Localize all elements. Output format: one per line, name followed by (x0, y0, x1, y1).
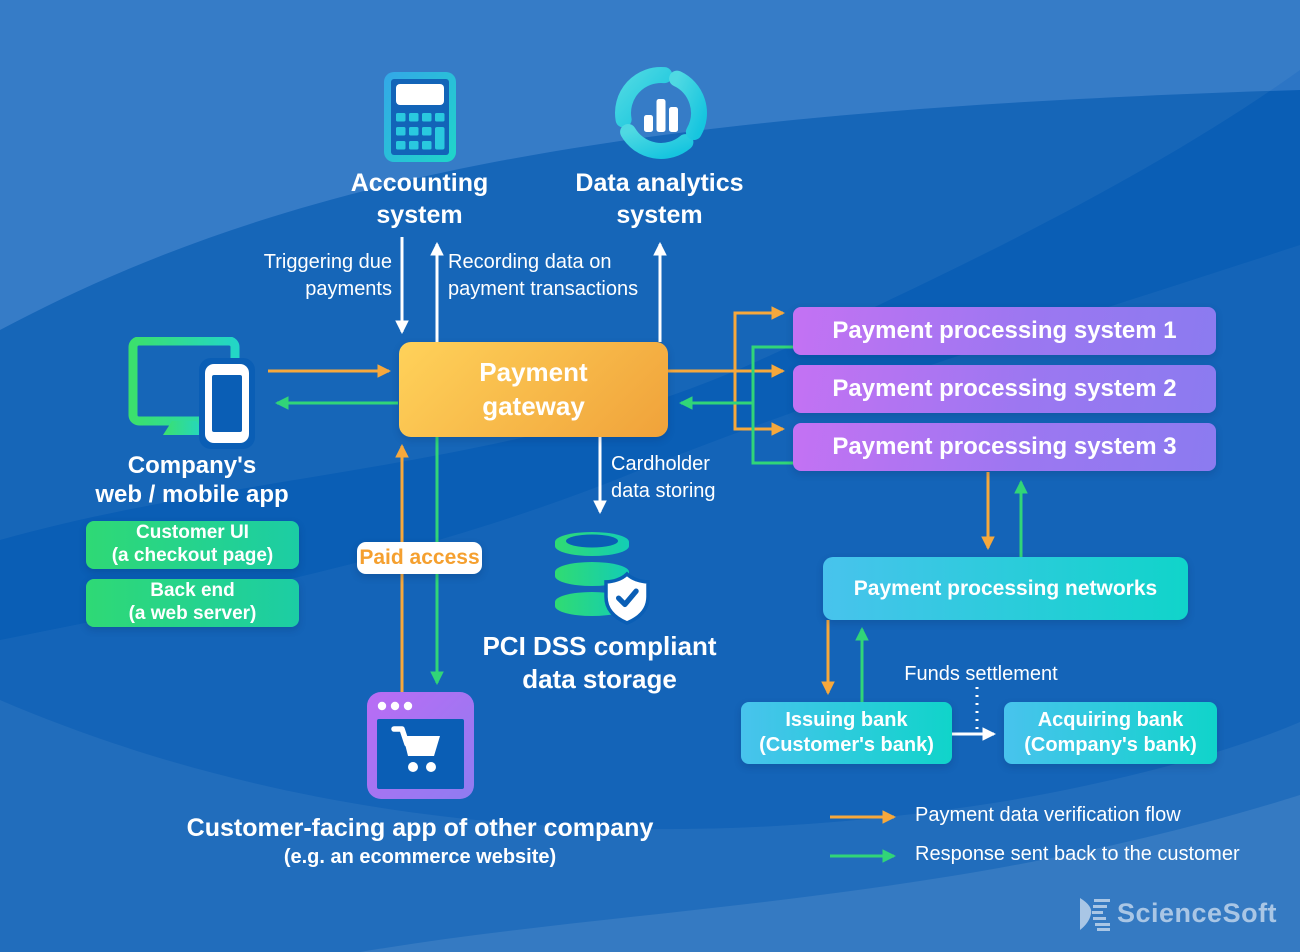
wire-procs-green-bus (751, 345, 795, 465)
donut-chart-icon (615, 66, 707, 159)
payment-processing-system-3-box: Payment processing system 3 (793, 423, 1216, 471)
payment-processing-system-1-box: Payment processing system 1 (793, 307, 1216, 355)
data-analytics-system-label: Data analytics system (575, 169, 744, 229)
back-end-box: Back end (a web server) (86, 579, 299, 627)
sciencesoft-logo-icon (1080, 898, 1110, 931)
payment-processing-system-2-box: Payment processing system 2 (793, 365, 1216, 413)
pci-dss-storage-label: PCI DSS compliant data storage (482, 631, 717, 694)
legend-orange-label: Payment data verification flow (915, 804, 1181, 826)
payment-gateway-box: Payment gateway (399, 342, 668, 437)
ecommerce-app-label: Customer-facing app of other company (186, 814, 654, 842)
payment-processing-networks-box: Payment processing networks (823, 557, 1188, 620)
cardholder-data-storing-label: Cardholder data storing (611, 453, 716, 502)
accounting-system-label: Accounting system (350, 169, 489, 229)
company-app-label: Company's web / mobile app (95, 452, 289, 508)
arrow-gateway-to-proc1 (733, 306, 786, 371)
database-shield-icon (555, 532, 650, 625)
issuing-bank-box: Issuing bank (Customer's bank) (741, 702, 952, 764)
paid-access-badge: Paid access (357, 542, 482, 574)
triggering-due-payments-label: Triggering due payments (263, 251, 392, 300)
calculator-icon (384, 72, 456, 162)
funds-settlement-label: Funds settlement (904, 663, 1058, 685)
legend-green-label: Response sent back to the customer (915, 843, 1240, 865)
shopping-cart-browser-icon (367, 692, 474, 799)
arrow-gateway-to-proc3 (733, 371, 786, 436)
acquiring-bank-box: Acquiring bank (Company's bank) (1004, 702, 1217, 764)
customer-ui-box: Customer UI (a checkout page) (86, 521, 299, 569)
sciencesoft-logo-text: ScienceSoft (1117, 898, 1278, 928)
recording-data-label: Recording data on payment transactions (448, 251, 639, 300)
desktop-mobile-icon (128, 337, 255, 449)
ecommerce-app-sublabel: (e.g. an ecommerce website) (283, 846, 557, 868)
